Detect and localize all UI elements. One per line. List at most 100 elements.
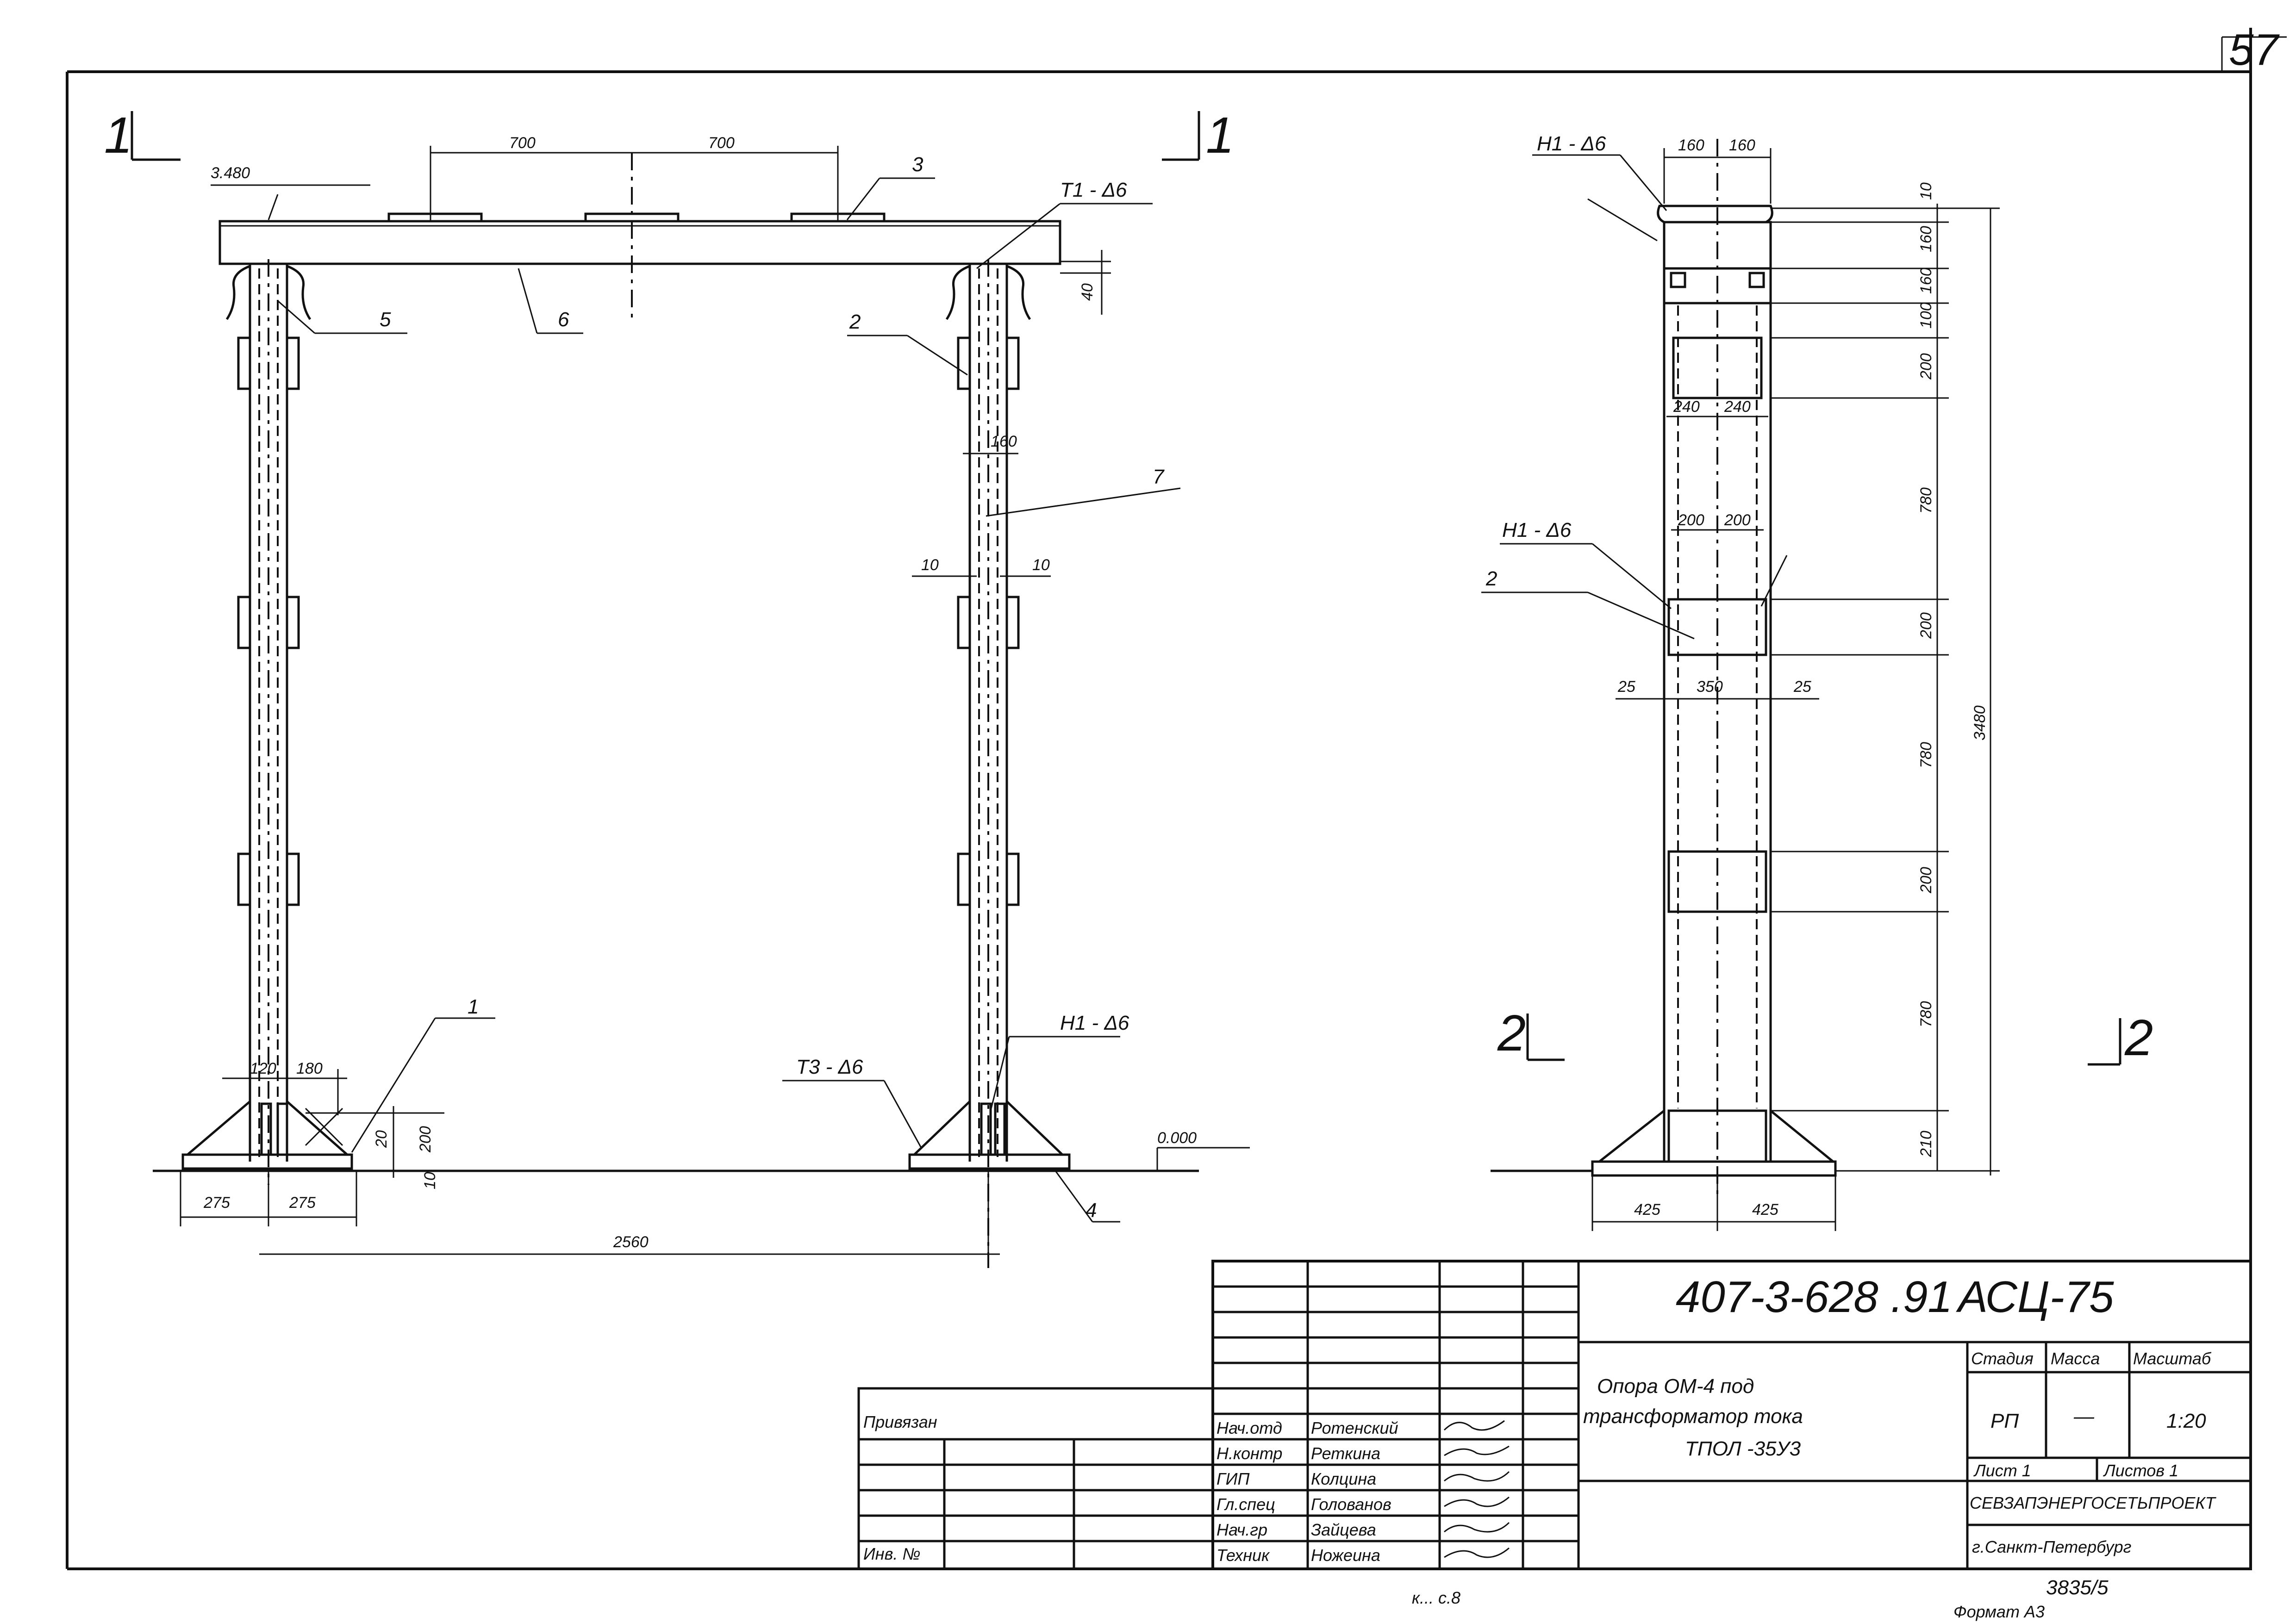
dim-10-left: 10 xyxy=(921,556,939,574)
section-2-right-label: 2 xyxy=(2124,1009,2153,1066)
pos-2-side: 2 xyxy=(1485,567,1497,590)
staff-role-5: Техник xyxy=(1217,1546,1270,1565)
chain-200b: 200 xyxy=(1917,612,1935,639)
dim-10-base: 10 xyxy=(421,1172,439,1189)
section-mark-2-right xyxy=(2088,1018,2121,1066)
staff-name-2: Колцина xyxy=(1311,1469,1376,1488)
chain-780a: 780 xyxy=(1917,487,1935,514)
weld-h1-side-mid: Н1 - Δ6 xyxy=(1502,519,1572,541)
weld-h1-front: Н1 - Δ6 xyxy=(1060,1012,1129,1034)
staff-name-3: Голованов xyxy=(1311,1495,1391,1514)
chain-160b: 160 xyxy=(1917,267,1935,294)
left-column xyxy=(181,259,353,1185)
right-column xyxy=(908,259,1071,1268)
weld-t3: Т3 - Δ6 xyxy=(796,1056,863,1078)
title-line1: Опора ОМ-4 под xyxy=(1597,1375,1754,1398)
dim-40: 40 xyxy=(1079,283,1096,301)
col-scale: Масштаб xyxy=(2133,1349,2212,1368)
dim-2560: 2560 xyxy=(613,1233,649,1251)
doc-code: 407-3-628 .91 xyxy=(1676,1272,1953,1322)
dim-25b: 25 xyxy=(1793,678,1811,696)
chain-210: 210 xyxy=(1917,1131,1935,1157)
pos-5: 5 xyxy=(380,308,391,331)
chain-160a: 160 xyxy=(1917,226,1935,252)
title-block xyxy=(857,1260,2252,1570)
dim-120: 120 xyxy=(250,1060,276,1077)
org-city: г.Санкт-Петербург xyxy=(1972,1537,2131,1556)
dim-240b: 240 xyxy=(1724,398,1751,416)
front-leaders xyxy=(277,177,1181,1223)
section-mark-1-right xyxy=(1162,111,1200,161)
title-line2: трансформатор тока xyxy=(1583,1405,1803,1428)
title-line3: ТПОЛ -35У3 xyxy=(1685,1437,1801,1460)
front-dimensions xyxy=(180,146,1250,1268)
dim-20: 20 xyxy=(373,1130,390,1148)
side-column xyxy=(1491,139,1837,1194)
staff-name-5: Ножеина xyxy=(1311,1546,1380,1565)
level-zero: 0.000 xyxy=(1157,1129,1197,1147)
section-mark-1-left xyxy=(131,111,181,161)
chain-100: 100 xyxy=(1917,302,1935,329)
dim-10-right: 10 xyxy=(1032,556,1050,574)
pos-3: 3 xyxy=(912,153,923,176)
dim-350: 350 xyxy=(1697,678,1723,696)
dim-425a: 425 xyxy=(1634,1201,1660,1219)
sheet-label: Лист 1 xyxy=(1973,1461,2031,1480)
crossbeam xyxy=(218,153,1061,319)
inv-label: Инв. № xyxy=(863,1544,920,1563)
section-1-left-label: 1 xyxy=(104,107,132,164)
pos-4: 4 xyxy=(1086,1199,1097,1222)
dim-160a: 160 xyxy=(1678,137,1704,154)
dim-200-front: 200 xyxy=(417,1126,434,1153)
sheet-frame xyxy=(66,28,2287,1570)
pos-6: 6 xyxy=(558,308,569,331)
page-number: 57 xyxy=(2229,25,2280,75)
chain-200c: 200 xyxy=(1917,867,1935,894)
section-2-left-label: 2 xyxy=(1497,1005,1526,1062)
dim-425b: 425 xyxy=(1752,1201,1778,1219)
staff-name-4: Зайцева xyxy=(1311,1520,1376,1539)
dim-200a: 200 xyxy=(1678,511,1704,529)
dim-275-right: 275 xyxy=(289,1194,316,1212)
dim-275-left: 275 xyxy=(203,1194,230,1212)
stray-mark: к... с.8 xyxy=(1412,1588,1460,1607)
signatures xyxy=(1443,1420,1510,1558)
weld-h1-side-top: Н1 - Δ6 xyxy=(1537,132,1606,155)
org-name: СЕВЗАПЭНЕРГОСЕТЬПРОЕКТ xyxy=(1970,1493,2217,1512)
staff-name-0: Ротенский xyxy=(1311,1418,1398,1437)
staff-role-0: Нач.отд xyxy=(1217,1418,1282,1437)
dim-240a: 240 xyxy=(1673,398,1700,416)
mass-value: — xyxy=(2073,1405,2095,1428)
dim-160b: 160 xyxy=(1729,137,1755,154)
level-top: 3.480 xyxy=(211,164,250,182)
bound-label: Привязан xyxy=(863,1412,937,1431)
side-dimensions xyxy=(1591,148,2000,1231)
scale-value: 1:20 xyxy=(2166,1410,2206,1432)
pos-2-front: 2 xyxy=(849,311,861,333)
section-mark-2-left xyxy=(1526,1014,1565,1061)
chain-200a: 200 xyxy=(1917,353,1935,380)
dim-700-left: 700 xyxy=(509,134,536,152)
dim-25a: 25 xyxy=(1617,678,1635,696)
inv-mark: 3835/5 xyxy=(2046,1576,2109,1599)
format-note: Формат А3 xyxy=(1953,1602,2045,1621)
staff-name-1: Реткина xyxy=(1311,1444,1380,1463)
side-leaders xyxy=(1481,154,1788,640)
chain-780b: 780 xyxy=(1917,742,1935,768)
chain-780c: 780 xyxy=(1917,1001,1935,1027)
staff-role-1: Н.контр xyxy=(1217,1444,1282,1463)
pos-7: 7 xyxy=(1153,466,1165,488)
pos-1: 1 xyxy=(468,995,479,1018)
staff-role-3: Гл.спец xyxy=(1217,1495,1275,1514)
staff-role-2: ГИП xyxy=(1217,1469,1250,1488)
dim-200b: 200 xyxy=(1724,511,1751,529)
weld-t1: Т1 - Δ6 xyxy=(1060,179,1127,201)
dim-700-right: 700 xyxy=(708,134,735,152)
col-stage: Стадия xyxy=(1971,1349,2034,1368)
chain-10: 10 xyxy=(1917,182,1935,200)
section-1-right-label: 1 xyxy=(1206,107,1234,164)
col-mass: Масса xyxy=(2051,1349,2100,1368)
staff-role-4: Нач.гр xyxy=(1217,1520,1267,1539)
sheets-label: Листов 1 xyxy=(2103,1461,2178,1480)
